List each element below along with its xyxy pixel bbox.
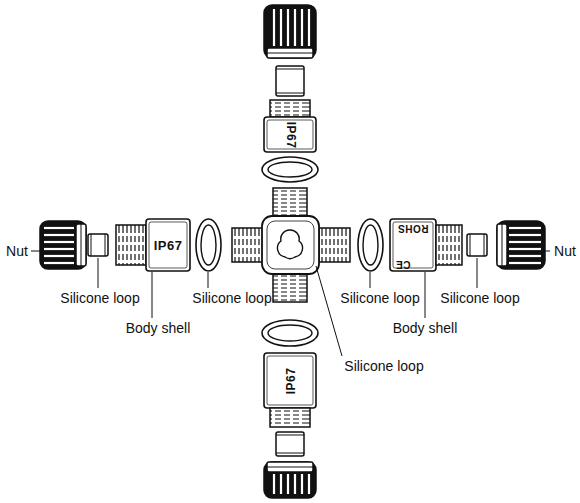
knurl-line [273,9,275,46]
part-label: Silicone loop [340,291,419,305]
body-shell-inner [393,222,433,268]
silicone-ring-part [262,157,318,182]
silicone-ring-part [196,219,221,271]
hub-block [262,216,319,274]
part-label: Nut [554,244,576,258]
body-shell-box [264,117,316,152]
silicone-loop-part [467,234,487,256]
thread-part [319,228,350,262]
part-label: Body shell [393,321,458,335]
nut-collar [267,462,313,472]
body-shell-inner [149,222,187,268]
leader-line [316,266,342,356]
thread-part [232,228,263,262]
leader-line [208,272,209,288]
thread-part [270,100,310,117]
knurl-line [509,248,541,250]
knurl-line [294,9,296,46]
connector-arm [232,228,350,262]
knurl-line [308,474,310,494]
knurl-line [509,234,541,236]
part-marking: IP67 [285,368,297,395]
nut-collar [497,224,507,266]
knurl-line [287,9,289,46]
connector-arm [358,219,545,271]
nut-collar [267,48,313,58]
leader-line [425,272,426,318]
nut-collar-line [267,53,313,54]
connector-arm [262,5,318,182]
knurl-line [44,234,74,236]
knurl-line [273,474,275,494]
nut-collar-line [267,467,313,468]
hub-inner [267,221,314,269]
knurl-line [301,9,303,46]
part-label: Silicone loop [440,291,519,305]
thread-part [270,408,310,427]
leader-line [370,272,371,288]
leader-line [152,272,153,318]
leader-line [98,258,99,288]
knurl-line [44,262,74,264]
nut-collar [76,224,86,266]
part-marking: IP67 [285,122,297,149]
part-marking: ROHS [398,223,429,233]
knurl-line [44,227,74,229]
silicone-ring-part [262,320,318,346]
thread-part [273,273,307,302]
nut-collar-line [81,224,82,266]
knurl-line [509,241,541,243]
silicone-loop-part [276,66,304,96]
part-marking: IP67 [154,239,183,252]
knurl-line [509,262,541,264]
part-marking: CE [396,259,411,269]
knurl-line [301,474,303,494]
part-label: Silicone loop [192,291,271,305]
knurl-line [509,255,541,257]
knurl-line [287,474,289,494]
connector-arm [262,320,318,498]
connector-arm [40,219,221,271]
nut-collar-line [502,224,503,266]
body-shell-box [146,219,190,271]
knurl-line [308,9,310,46]
knurl-line [509,227,541,229]
knurl-line [294,474,296,494]
body-shell-box [390,219,436,271]
thread-part [116,225,146,265]
part-label: Silicone loop [344,359,423,373]
knurl-line [44,255,74,257]
body-shell-box [264,353,316,408]
nut-part [264,5,316,58]
connector-arm [273,188,307,302]
knurl-line [44,248,74,250]
body-shell-inner [267,356,313,405]
part-label: Silicone loop [60,291,139,305]
part-label: Nut [6,244,28,258]
leader-line [31,251,41,252]
silicone-loop-part [88,234,108,256]
hub-trefoil [277,230,302,259]
leader-line [544,251,550,252]
knurl-line [280,9,282,46]
cross-body [262,216,319,274]
silicone-ring-part [358,219,383,271]
leader-lines [31,251,550,356]
body-shell-inner [267,120,313,149]
nut-part [264,462,316,498]
nut-part [40,221,86,269]
leader-line [477,258,478,288]
nut-part [497,221,545,269]
thread-part [273,188,307,217]
part-label: Body shell [126,321,191,335]
knurl-line [44,241,74,243]
thread-part [436,225,462,265]
silicone-loop-part [276,432,304,456]
knurl-line [280,474,282,494]
